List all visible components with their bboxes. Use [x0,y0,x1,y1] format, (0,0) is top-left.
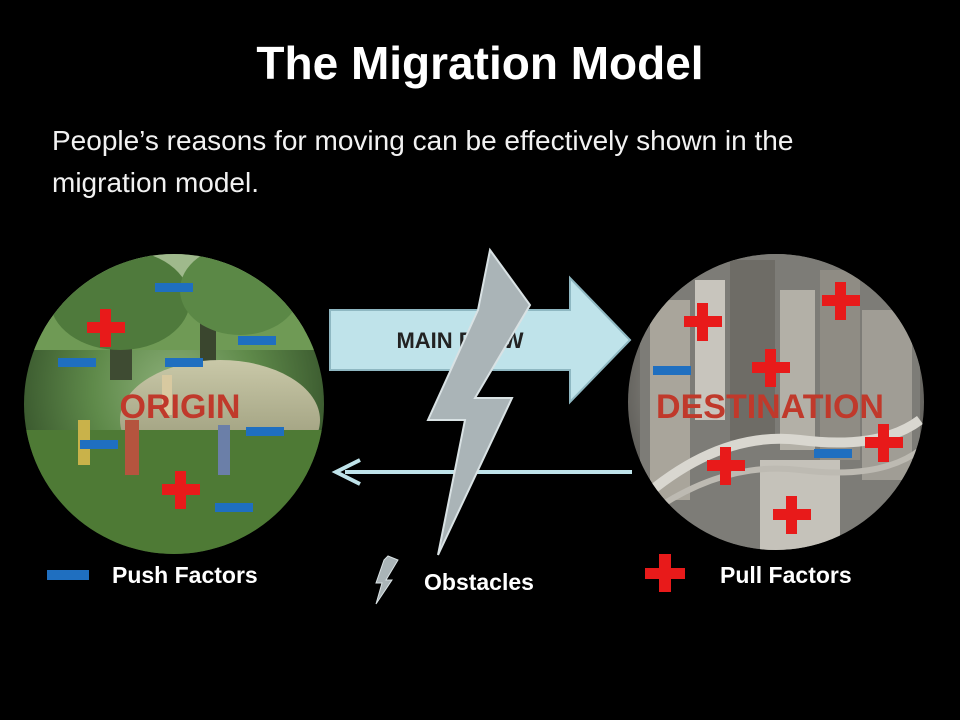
legend-pull-label: Pull Factors [720,562,852,588]
slide-subtitle: People’s reasons for moving can be effec… [52,125,794,198]
legend-pull-swatch [645,554,685,592]
return-flow-arrow [331,458,632,486]
origin-label: ORIGIN [120,388,241,426]
push-factor-mark [165,358,203,367]
pull-factor-mark [822,282,860,320]
legend-push-label: Push Factors [112,562,258,588]
push-factor-mark [238,336,276,345]
legend-obstacle-swatch [375,555,399,605]
legend: Push Factors Obstacles Pull Factors [47,554,852,605]
pull-factor-mark [752,349,790,387]
origin-pull-factors [87,309,200,509]
push-factor-mark [814,449,852,458]
pull-factor-mark [87,309,125,347]
destination-push-factors [653,366,852,458]
obstacle-bolt [426,247,532,556]
push-factor-mark [58,358,96,367]
push-factor-mark [80,440,118,449]
slide-title: The Migration Model [256,37,704,89]
destination-circle [628,254,924,550]
pull-factor-mark [773,496,811,534]
pull-factor-mark [865,424,903,462]
pull-factor-mark [707,447,745,485]
destination-pull-factors [684,282,903,534]
push-factor-mark [155,283,193,292]
pull-factor-mark [684,303,722,341]
push-factor-mark [653,366,691,375]
legend-obstacles-label: Obstacles [424,569,534,595]
origin-push-factors [58,283,284,512]
destination-label: DESTINATION [656,388,884,426]
pull-factor-mark [162,471,200,509]
push-factor-mark [215,503,253,512]
push-factor-mark [246,427,284,436]
legend-push-swatch [47,570,89,580]
